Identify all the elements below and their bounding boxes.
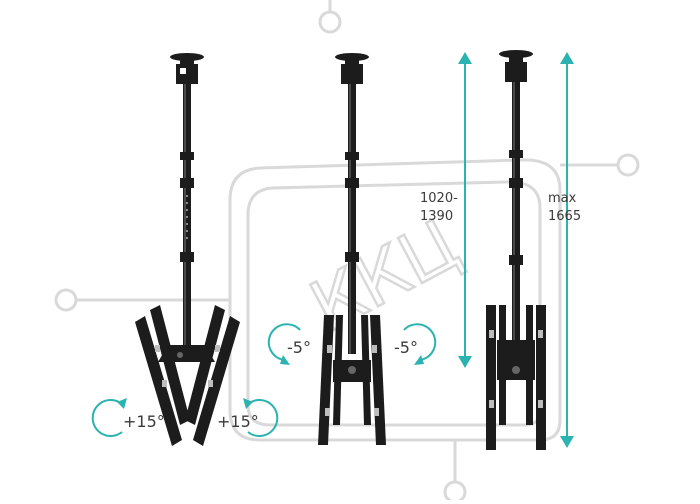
- mount-right: [486, 50, 546, 450]
- max-height-label: max 1665: [548, 190, 581, 226]
- tilt-label-right-1: +15°: [217, 412, 259, 431]
- min-height-line1: 1020-: [420, 191, 458, 206]
- tilt-label-right-2: -5°: [394, 338, 418, 357]
- tilt-arrow-right-2: [403, 323, 437, 365]
- tilt-arrow-left-1: [91, 398, 127, 437]
- max-height-line2: 1665: [548, 209, 582, 224]
- height-arrow-max: [560, 52, 574, 448]
- mount-left: [135, 53, 240, 446]
- mount-middle: [318, 53, 386, 445]
- tilt-arrow-right-1: [243, 398, 279, 437]
- tilt-label-left-1: +15°: [123, 412, 165, 431]
- tilt-label-left-2: -5°: [287, 338, 311, 357]
- tilt-arrow-left-2: [267, 323, 301, 365]
- min-height-label: 1020- 1390: [420, 190, 458, 226]
- max-height-line1: max: [548, 191, 577, 206]
- min-height-line2: 1390: [420, 209, 454, 224]
- height-arrow-min: [458, 52, 472, 368]
